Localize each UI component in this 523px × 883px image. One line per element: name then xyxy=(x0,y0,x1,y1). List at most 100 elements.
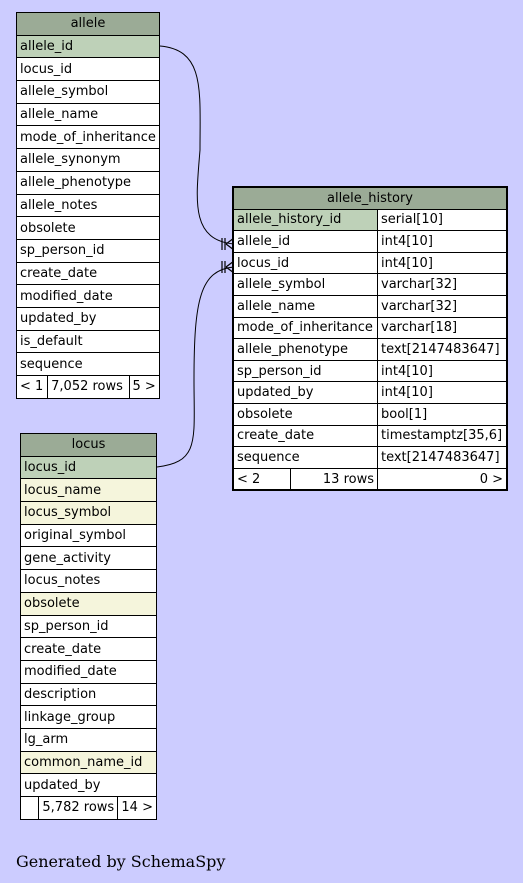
column-row[interactable]: locus_notes xyxy=(20,569,157,593)
column-row[interactable]: modified_date xyxy=(16,284,160,308)
column-name[interactable]: create_date xyxy=(20,637,157,661)
footer-children[interactable]: 0 > xyxy=(377,467,508,491)
column-name[interactable]: sequence xyxy=(232,446,378,469)
column-name[interactable]: allele_name xyxy=(232,294,378,318)
footer-parents[interactable]: < 2 xyxy=(232,467,291,491)
column-name[interactable]: allele_id xyxy=(16,34,160,59)
column-name[interactable]: allele_history_id xyxy=(232,208,378,232)
column-name[interactable]: updated_by xyxy=(232,381,378,404)
column-row[interactable]: sp_person_id xyxy=(20,614,157,639)
column-type[interactable]: int4[10] xyxy=(377,381,508,404)
column-row[interactable]: sequence xyxy=(16,352,160,376)
column-name[interactable]: locus_id xyxy=(20,455,157,480)
column-type[interactable]: varchar[32] xyxy=(377,273,508,296)
column-name[interactable]: allele_symbol xyxy=(232,273,378,296)
column-row[interactable]: allele_name xyxy=(16,102,160,127)
column-name[interactable]: locus_id xyxy=(16,57,160,82)
table-header[interactable]: allele xyxy=(16,12,160,36)
column-row[interactable]: locus_id xyxy=(20,455,157,480)
column-type[interactable]: serial[10] xyxy=(377,208,508,232)
column-name[interactable]: allele_name xyxy=(16,102,160,127)
column-name[interactable]: gene_activity xyxy=(20,546,157,571)
footer-row-count[interactable]: 5,782 rows xyxy=(38,796,119,820)
column-name[interactable]: create_date xyxy=(16,261,160,286)
column-name[interactable]: locus_id xyxy=(232,251,378,275)
column-row[interactable]: create_date xyxy=(20,637,157,661)
column-type[interactable]: int4[10] xyxy=(377,230,508,253)
column-row[interactable]: gene_activity xyxy=(20,546,157,571)
column-name[interactable]: mode_of_inheritance xyxy=(232,316,378,340)
column-name[interactable]: is_default xyxy=(16,329,160,354)
column-name[interactable]: linkage_group xyxy=(20,705,157,729)
column-type[interactable]: text[2147483647] xyxy=(377,446,508,469)
column-row[interactable]: lg_arm xyxy=(20,727,157,752)
column-row[interactable]: description xyxy=(20,682,157,707)
column-name[interactable]: mode_of_inheritance xyxy=(16,125,160,150)
column-type[interactable]: varchar[32] xyxy=(377,294,508,318)
column-type[interactable]: varchar[18] xyxy=(377,316,508,340)
column-name[interactable]: obsolete xyxy=(232,402,378,426)
column-row[interactable]: linkage_group xyxy=(20,705,157,729)
column-row[interactable]: sp_person_id xyxy=(16,238,160,263)
column-row[interactable]: locus_id xyxy=(16,57,160,82)
column-row[interactable]: allele_notes xyxy=(16,193,160,218)
column-type[interactable]: bool[1] xyxy=(377,402,508,426)
footer-children[interactable]: 14 > xyxy=(117,796,157,820)
column-name[interactable]: sequence xyxy=(16,352,160,376)
column-name[interactable]: updated_by xyxy=(16,306,160,331)
column-name[interactable]: obsolete xyxy=(16,216,160,240)
column-name[interactable]: locus_name xyxy=(20,478,157,503)
column-type[interactable]: int4[10] xyxy=(377,359,508,383)
column-name[interactable]: modified_date xyxy=(16,284,160,308)
column-name[interactable]: common_name_id xyxy=(20,750,157,775)
column-name[interactable]: locus_symbol xyxy=(20,501,157,525)
column-row[interactable]: obsolete xyxy=(20,591,157,616)
column-name[interactable]: modified_date xyxy=(20,659,157,684)
column-row[interactable]: create_date xyxy=(16,261,160,286)
column-name[interactable]: sp_person_id xyxy=(232,359,378,383)
column-type[interactable]: int4[10] xyxy=(377,251,508,275)
column-name[interactable]: create_date xyxy=(232,424,378,448)
column-row[interactable]: original_symbol xyxy=(20,523,157,548)
column-row[interactable]: updated_by xyxy=(16,306,160,331)
column-row[interactable]: locus_symbol xyxy=(20,501,157,525)
column-type[interactable]: text[2147483647] xyxy=(377,338,508,361)
column-row[interactable]: allele_phenotype xyxy=(16,170,160,195)
footer-row-count[interactable]: 7,052 rows xyxy=(47,375,130,399)
column-name[interactable]: allele_symbol xyxy=(16,80,160,104)
table-header[interactable]: allele_history xyxy=(232,186,508,210)
footer-children[interactable]: 5 > xyxy=(128,375,161,399)
column-name[interactable]: original_symbol xyxy=(20,523,157,548)
column-row[interactable]: mode_of_inheritance xyxy=(16,125,160,150)
column-row[interactable]: obsolete xyxy=(16,216,160,240)
column-type[interactable]: timestamptz[35,6] xyxy=(377,424,508,448)
column-name[interactable]: sp_person_id xyxy=(16,238,160,263)
column-name[interactable]: allele_synonym xyxy=(16,148,160,172)
column-name[interactable]: allele_id xyxy=(232,230,378,253)
column-row[interactable]: allele_symbol xyxy=(16,80,160,104)
column-row[interactable]: is_default xyxy=(16,329,160,354)
column-name[interactable]: allele_phenotype xyxy=(232,338,378,361)
table-header[interactable]: locus xyxy=(20,433,157,457)
footer-row-count[interactable]: 13 rows xyxy=(290,467,378,491)
column-name[interactable]: allele_phenotype xyxy=(16,170,160,195)
column-row[interactable]: allele_id xyxy=(16,34,160,59)
column-name[interactable]: sp_person_id xyxy=(20,614,157,639)
column-row[interactable]: allele_synonym xyxy=(16,148,160,172)
column-row[interactable]: updated_by xyxy=(20,773,157,797)
column-row[interactable]: locus_name xyxy=(20,478,157,503)
column-row[interactable]: common_name_id xyxy=(20,750,157,775)
